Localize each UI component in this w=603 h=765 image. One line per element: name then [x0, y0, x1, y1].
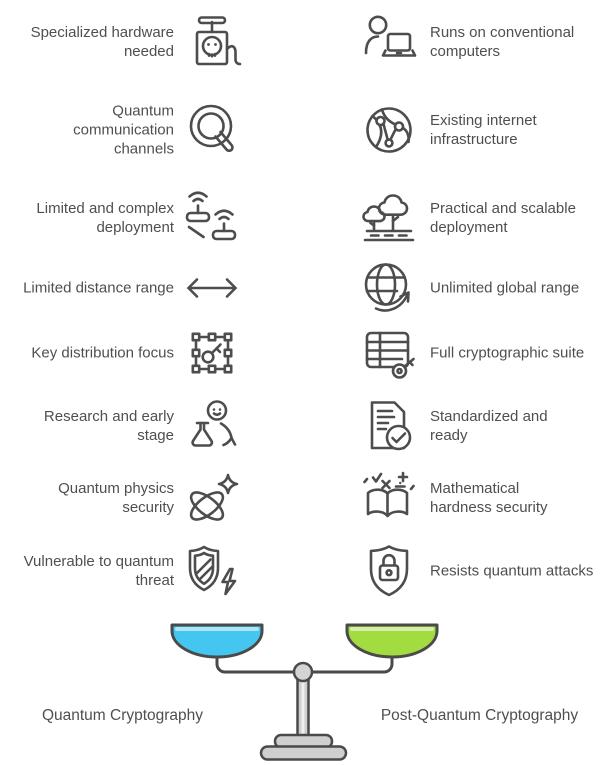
scientist-flask-icon [182, 396, 242, 456]
left-feature-label: Limited and complex deployment [36, 200, 174, 236]
key-selection-box-icon [182, 323, 242, 383]
right-feature-label: Mathematical hardness security [430, 480, 548, 516]
shield-bolt-icon [182, 541, 242, 601]
atom-sparkle-icon [182, 468, 242, 528]
left-feature-label: Quantum communication channels [73, 102, 174, 158]
network-globe-icon [359, 100, 419, 160]
right-feature-label: Runs on conventional computers [430, 24, 575, 60]
comparison-row: Quantum physics security Mathem [0, 460, 603, 536]
left-scale-label: Quantum Cryptography [41, 707, 204, 724]
scale-base-lower [259, 745, 348, 761]
left-feature-label: Research and early stage [43, 408, 174, 444]
shield-lock-icon [359, 541, 419, 601]
balance-scale-graphic [170, 623, 439, 761]
left-feature-label: Quantum physics security [58, 480, 174, 516]
q-letter-icon [182, 100, 242, 160]
math-book-icon [359, 468, 419, 528]
balance-scale: Quantum Cryptography Post-Quantum Crypto… [0, 615, 603, 765]
wifi-routers-icon [182, 188, 242, 248]
trees-ground-icon [359, 188, 419, 248]
right-scale-label: Post-Quantum Cryptography [380, 707, 579, 724]
left-feature-label: Vulnerable to quantum threat [23, 553, 174, 589]
right-feature-label: Existing internet infrastructure [430, 112, 537, 148]
comparison-row: Limited distance range Unlimited global … [0, 250, 603, 326]
comparison-row: Key distribution focus [0, 315, 603, 391]
comparison-row: Limited and complex deployment [0, 180, 603, 256]
right-feature-label: Unlimited global range [430, 279, 580, 297]
comparison-row: Research and early stage [0, 388, 603, 464]
right-feature-label: Full cryptographic suite [430, 344, 585, 362]
scale-pivot [292, 661, 314, 683]
right-feature-label: Resists quantum attacks [430, 562, 594, 580]
comparison-row: Quantum communication channels Existing … [0, 92, 603, 168]
left-feature-label: Key distribution focus [31, 344, 174, 362]
left-pan [170, 623, 264, 659]
left-feature-label: Specialized hardware needed [30, 24, 174, 60]
pump-skull-icon [182, 12, 242, 72]
double-arrow-icon [182, 258, 242, 318]
globe-arrow-icon [359, 258, 419, 318]
comparison-row: Vulnerable to quantum threat Resists qua… [0, 533, 603, 609]
person-laptop-icon [359, 12, 419, 72]
document-check-icon [359, 396, 419, 456]
right-pan [345, 623, 439, 659]
grid-key-icon [359, 323, 419, 383]
right-feature-label: Standardized and ready [430, 408, 548, 444]
right-feature-label: Practical and scalable deployment [430, 200, 576, 236]
left-feature-label: Limited distance range [23, 279, 174, 297]
comparison-row: Specialized hardware needed Run [0, 4, 603, 80]
